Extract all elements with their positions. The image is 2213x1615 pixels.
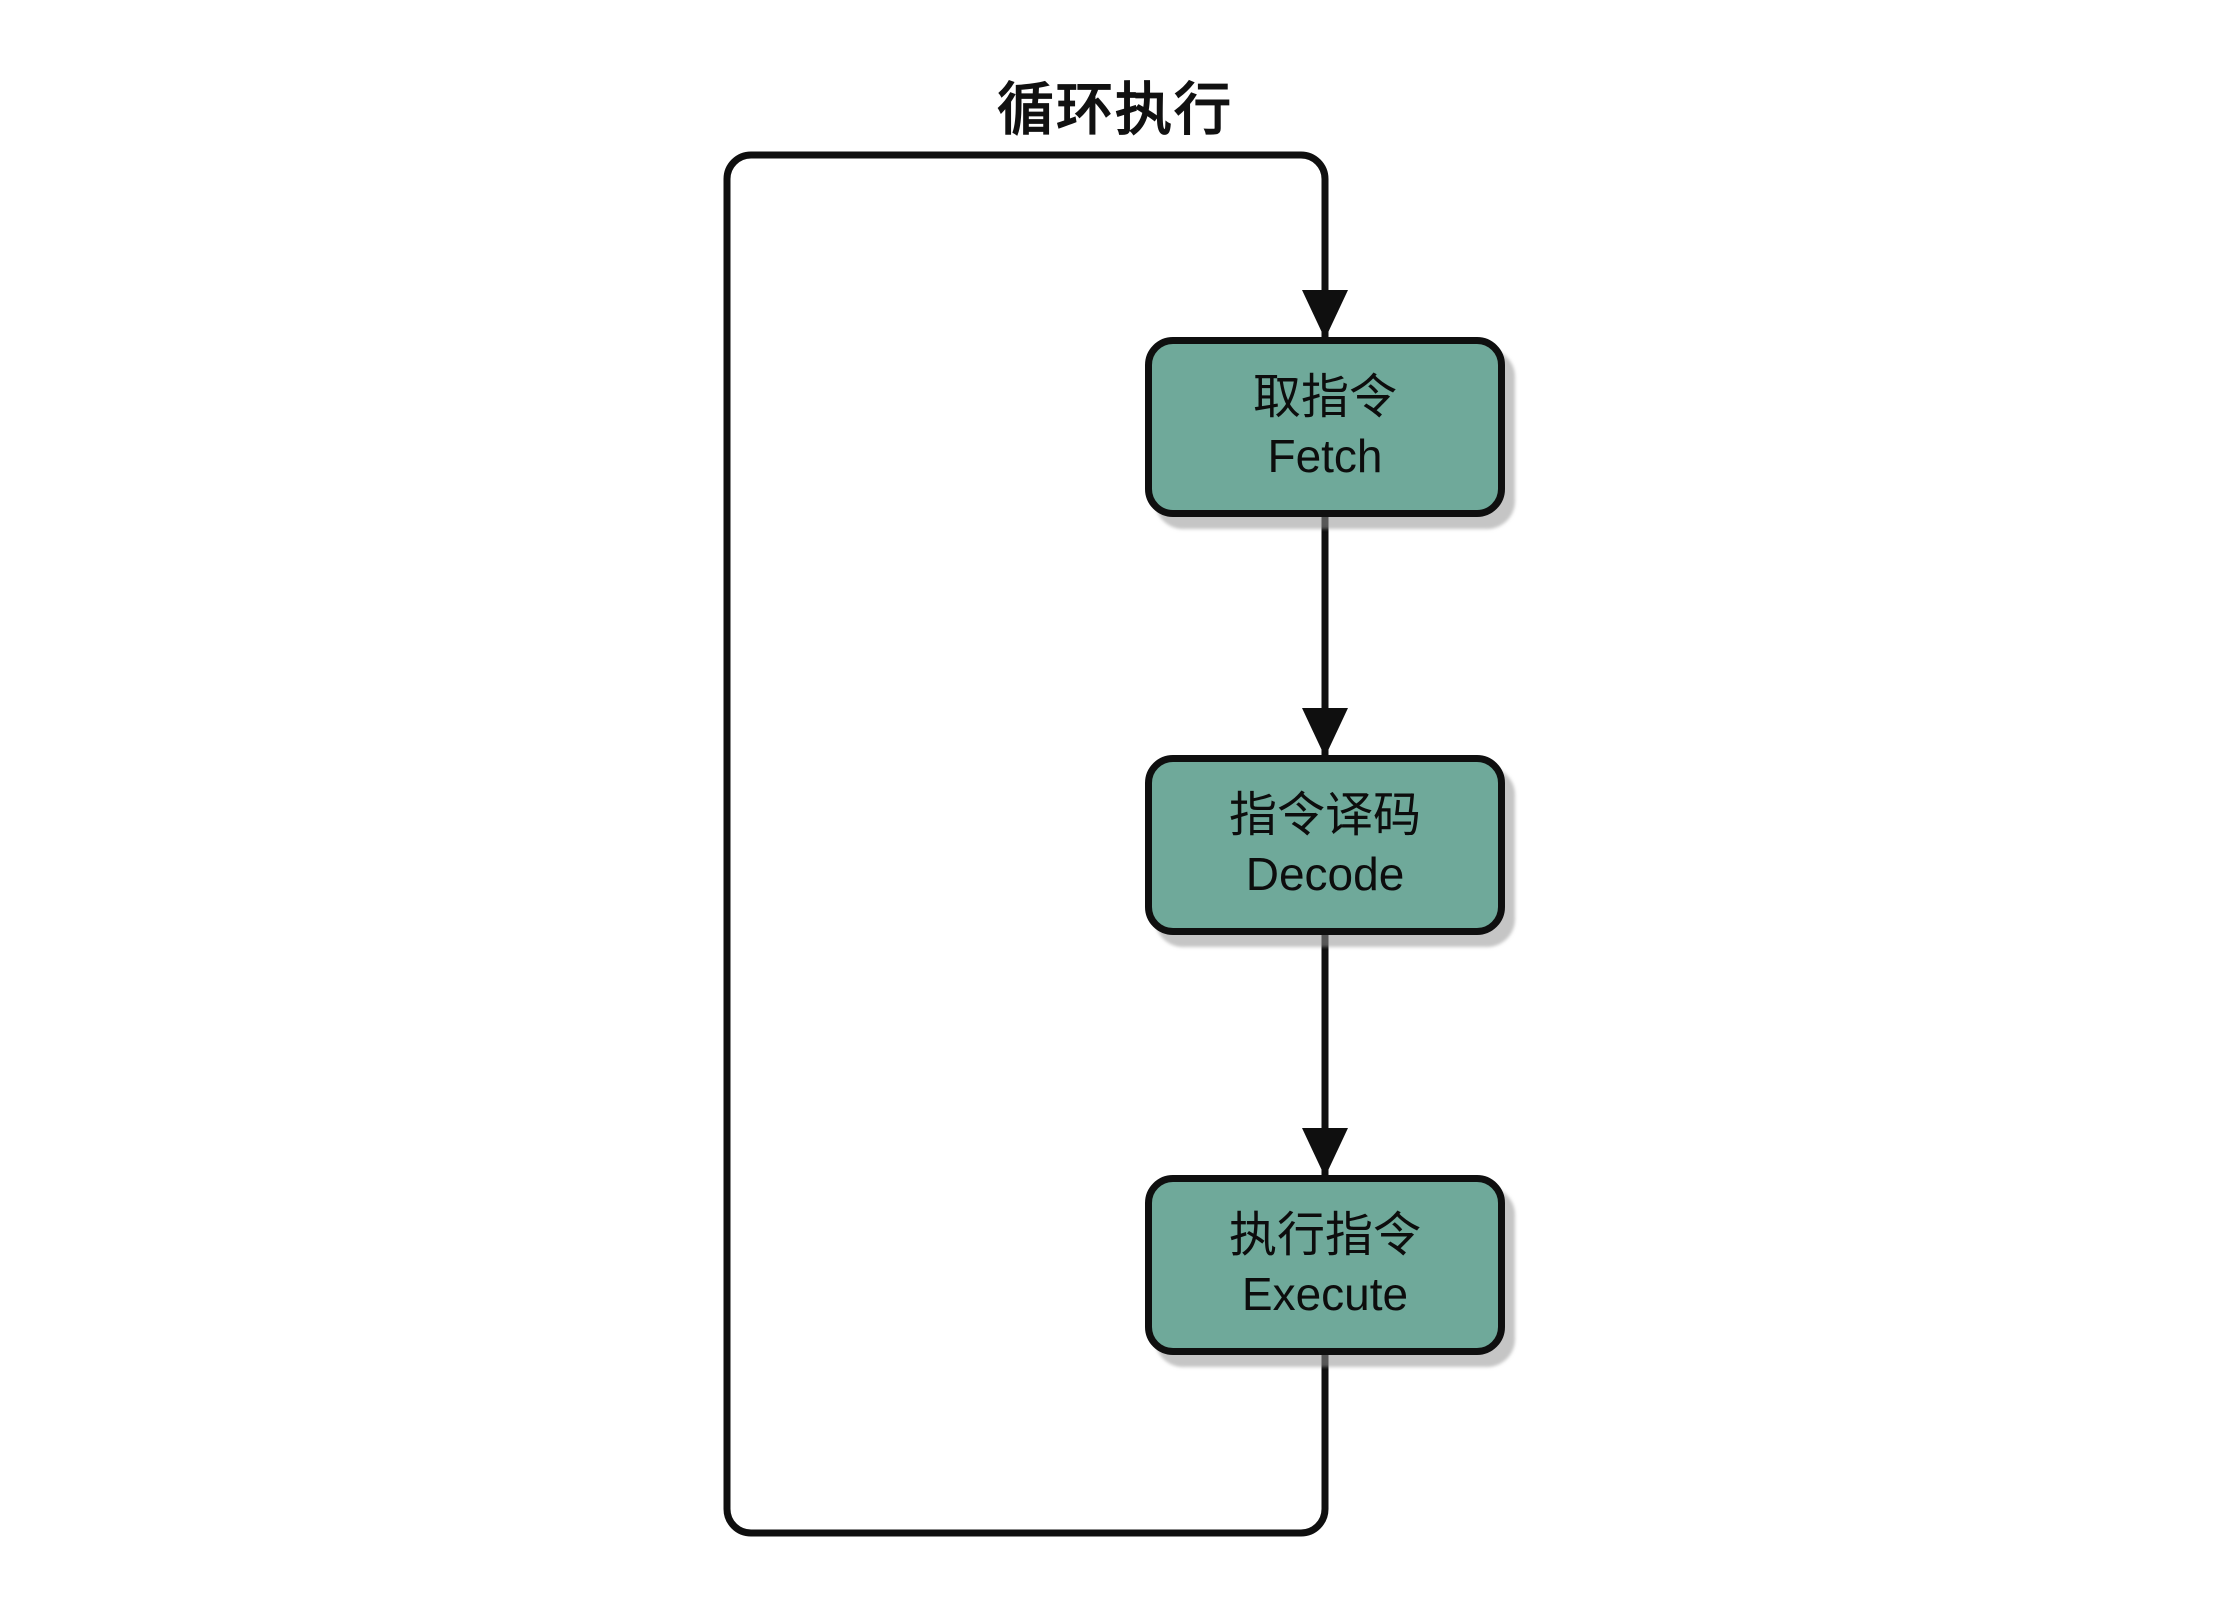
node-execute-label-en: Execute: [1241, 1268, 1409, 1321]
node-fetch: 取指令 Fetch: [1145, 337, 1505, 517]
node-decode: 指令译码 Decode: [1145, 755, 1505, 935]
node-fetch-label-zh: 取指令: [1252, 371, 1397, 425]
node-execute: 执行指令 Execute: [1145, 1175, 1505, 1355]
node-decode-label-zh: 指令译码: [1228, 789, 1421, 843]
arrow-down-icon: [1302, 1128, 1348, 1177]
arrow-down-icon: [1302, 708, 1348, 757]
arrow-down-icon: [1302, 290, 1348, 339]
node-decode-label-en: Decode: [1245, 848, 1405, 901]
diagram-title: 循环执行: [997, 78, 1233, 142]
node-execute-label-zh: 执行指令: [1228, 1209, 1421, 1263]
node-fetch-label-en: Fetch: [1267, 430, 1383, 483]
